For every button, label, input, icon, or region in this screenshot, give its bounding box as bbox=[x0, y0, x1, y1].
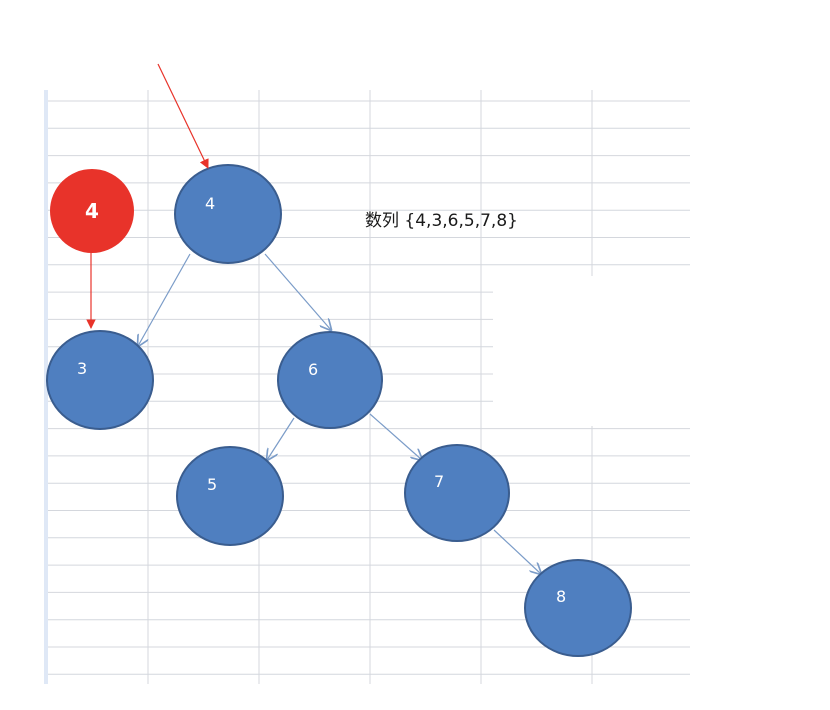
blank-sheet-region bbox=[493, 276, 693, 426]
tree-node-label: 4 bbox=[205, 194, 215, 213]
tree-node-3: 3 bbox=[46, 330, 154, 430]
tree-node-circle bbox=[277, 331, 383, 429]
tree-edge-4-to-6 bbox=[264, 253, 331, 330]
tree-node-circle bbox=[404, 444, 510, 542]
tree-node-label: 3 bbox=[77, 359, 87, 378]
spreadsheet-left-edge bbox=[44, 90, 48, 684]
tree-node-8: 8 bbox=[524, 559, 632, 657]
tree-node-label: 6 bbox=[308, 360, 318, 379]
current-node-pointer-arrow bbox=[157, 63, 209, 169]
sequence-label: 数列 {4,3,6,5,7,8} bbox=[365, 211, 518, 231]
tree-node-label: 7 bbox=[434, 472, 444, 491]
tree-edges bbox=[138, 253, 541, 574]
tree-node-4: 4 bbox=[174, 164, 282, 264]
tree-node-7: 7 bbox=[404, 444, 510, 542]
step-badge-label: 4 bbox=[85, 199, 99, 223]
tree-edge-6-to-7 bbox=[369, 413, 422, 460]
tree-node-5: 5 bbox=[176, 446, 284, 546]
tree-node-label: 5 bbox=[207, 475, 217, 494]
tree-edge-7-to-8 bbox=[493, 529, 541, 574]
tree-node-circle bbox=[174, 164, 282, 264]
tree-node-6: 6 bbox=[277, 331, 383, 429]
tree-edge-4-to-3 bbox=[138, 253, 191, 346]
tree-node-circle bbox=[524, 559, 632, 657]
tree-node-circle bbox=[176, 446, 284, 546]
tree-nodes: 4 3 6 5 7 8 bbox=[46, 164, 632, 657]
step-badge bbox=[50, 169, 134, 253]
spreadsheet-grid bbox=[48, 90, 693, 684]
tree-node-label: 8 bbox=[556, 587, 566, 606]
tree-node-circle bbox=[46, 330, 154, 430]
tree-edge-6-to-5 bbox=[267, 417, 295, 460]
